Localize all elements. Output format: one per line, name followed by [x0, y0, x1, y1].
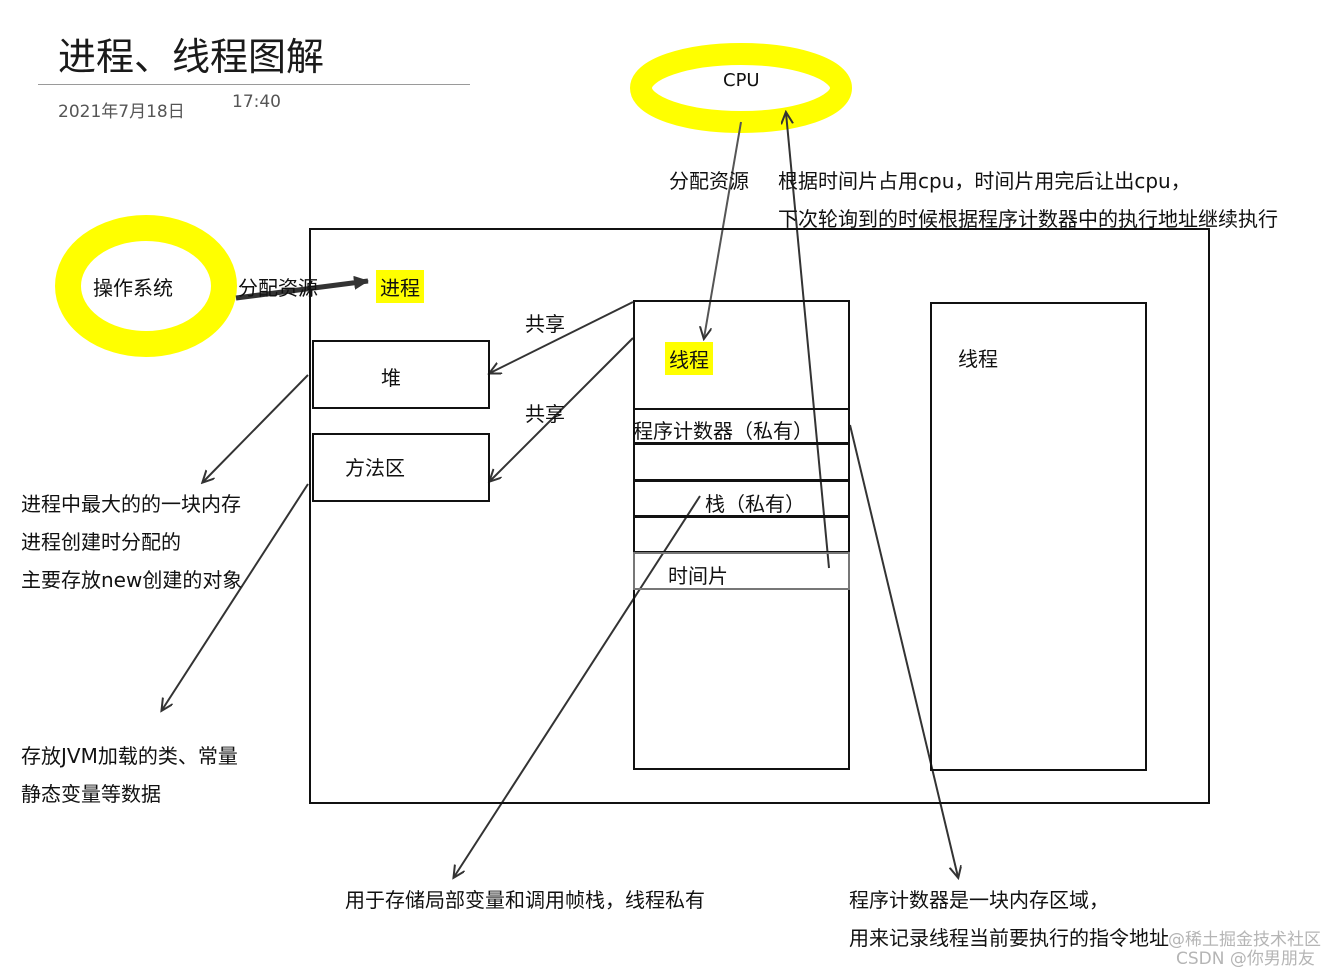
cpu-label: CPU [723, 70, 760, 91]
watermark-line2: CSDN @你男朋友 [1176, 949, 1315, 969]
watermark-line1: @稀土掘金技术社区 [1168, 930, 1321, 950]
heap-label: 堆 [381, 366, 401, 390]
page-title: 进程、线程图解 [58, 35, 325, 79]
process-box [309, 228, 1210, 804]
timeslice-to-cpu-arrow [786, 113, 830, 569]
time-text: 17:40 [232, 92, 281, 112]
process-label: 进程 [376, 270, 424, 303]
os-to-process-arrow [235, 275, 369, 301]
cpu-to-thread-arrow [704, 121, 742, 338]
thread-label-2: 线程 [958, 347, 998, 371]
method-note-1: 存放JVM加载的类、常量 [21, 744, 238, 768]
thread-row-empty-1 [633, 443, 850, 481]
program-counter-label: 程序计数器（私有） [633, 419, 813, 443]
share-label-method: 共享 [525, 402, 565, 426]
thread-row-empty-2 [633, 516, 850, 553]
cpu-note-line1: 根据时间片占用cpu，时间片用完后让出cpu， [778, 169, 1191, 193]
method-note-arrow [162, 483, 309, 710]
pc-note-1: 程序计数器是一块内存区域， [849, 888, 1109, 912]
thread-label: 线程 [665, 342, 713, 375]
method-area-label: 方法区 [345, 456, 405, 480]
os-arrow-label: 分配资源 [238, 276, 318, 300]
method-area-box [312, 433, 490, 502]
os-ring [55, 215, 237, 357]
heap-note-arrow [203, 374, 309, 482]
thread-box-2 [930, 302, 1147, 771]
stack-note-arrow [454, 495, 701, 877]
share-heap-arrow [490, 301, 634, 373]
cpu-note-line2: 下次轮询到的时候根据程序计数器中的执行地址继续执行 [778, 207, 1278, 231]
heap-note-1: 进程中最大的的一块内存 [21, 492, 241, 516]
stack-label: 栈（私有） [705, 492, 805, 516]
heap-box [312, 340, 490, 409]
pc-note-arrow [849, 424, 958, 877]
os-label: 操作系统 [93, 276, 173, 300]
stack-note: 用于存储局部变量和调用帧栈，线程私有 [345, 888, 705, 912]
timeslice-box [633, 552, 850, 590]
date-text: 2021年7月18日 [58, 102, 185, 122]
timeslice-label: 时间片 [668, 564, 728, 588]
method-note-2: 静态变量等数据 [21, 782, 161, 806]
heap-note-2: 进程创建时分配的 [21, 530, 181, 554]
pc-note-2: 用来记录线程当前要执行的指令地址 [849, 926, 1169, 950]
cpu-arrow-label: 分配资源 [669, 169, 749, 193]
share-label-heap: 共享 [525, 312, 565, 336]
share-method-arrow [490, 337, 634, 481]
heap-note-3: 主要存放new创建的对象 [21, 568, 243, 592]
title-divider [38, 84, 470, 85]
